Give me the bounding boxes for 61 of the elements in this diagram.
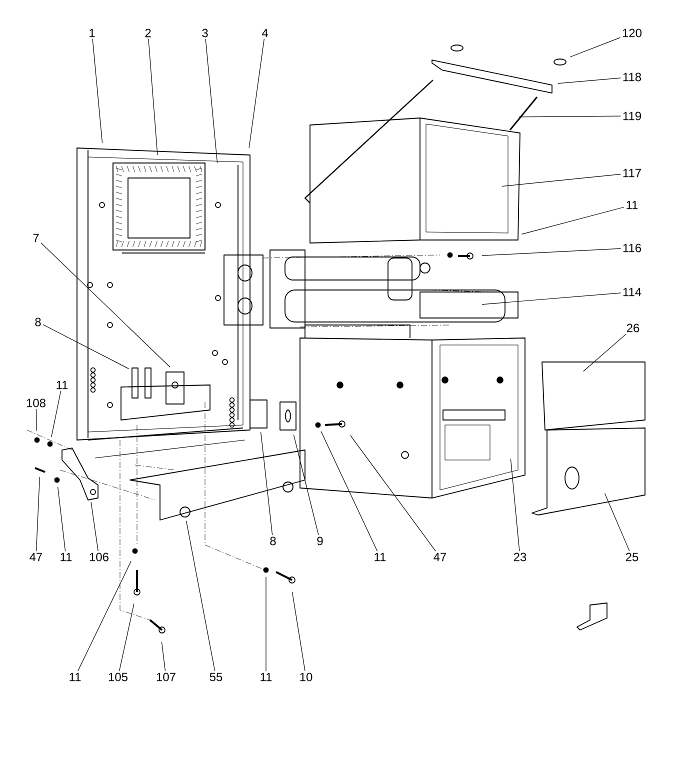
callout-number: 1 [90, 28, 95, 38]
callout-number: 106 [90, 552, 108, 562]
callout-number: 118 [623, 72, 642, 82]
callout-number: 11 [260, 672, 272, 682]
callout-number: 105 [108, 672, 128, 682]
leader-line [119, 603, 134, 672]
callout-number: 8 [35, 318, 41, 326]
leader-line [260, 432, 273, 536]
callout-number: 107 [156, 672, 176, 682]
leader-line [292, 592, 306, 672]
callout-number: 119 [623, 112, 641, 120]
callout-number: 47 [30, 552, 42, 562]
leader-line [482, 292, 622, 305]
leader-line [205, 38, 218, 164]
callout-number: 11 [626, 200, 638, 210]
callout-number: 9 [317, 536, 323, 546]
callout-number: 3 [202, 28, 208, 38]
callout-number: 8 [270, 536, 276, 546]
leader-line [92, 38, 103, 144]
leader-line [148, 38, 158, 156]
leader-line [51, 390, 62, 438]
leader-line [350, 435, 436, 552]
leader-line [570, 37, 621, 58]
callout-number: 26 [626, 324, 640, 332]
callout-number: 10 [300, 672, 312, 682]
leader-line [604, 493, 630, 552]
leader-line [510, 458, 520, 552]
leader-line [78, 560, 132, 672]
callout-number: 55 [210, 672, 222, 682]
leader-line [161, 642, 166, 672]
leader-line [186, 520, 216, 672]
leader-line [558, 78, 622, 84]
callout-number: 114 [623, 288, 642, 296]
leader-line [320, 431, 378, 552]
leader-line [248, 38, 264, 148]
leader-line [482, 248, 622, 256]
callout-number: 4 [262, 28, 268, 38]
callout-number: 11 [60, 552, 72, 562]
callout-number: 11 [374, 552, 386, 562]
callout-number: 108 [26, 398, 46, 408]
callout-number: 2 [145, 28, 151, 38]
callout-number: 7 [33, 234, 39, 242]
callout-number: 23 [514, 552, 526, 562]
leader-line [36, 476, 40, 552]
leader-line [293, 434, 319, 536]
leader-line [90, 502, 98, 552]
callout-number: 120 [622, 28, 642, 38]
callout-number: 47 [434, 552, 446, 562]
callout-number: 116 [623, 244, 642, 252]
leader-line [583, 334, 626, 372]
leader-line [58, 486, 66, 552]
leader-line [40, 242, 170, 368]
leader-line [502, 174, 622, 187]
leader-line [42, 324, 130, 370]
callout-number: 25 [626, 552, 638, 562]
leader-line [522, 206, 624, 234]
callout-number: 117 [623, 168, 641, 178]
leader-line [36, 408, 38, 432]
callout-number: 11 [70, 672, 81, 682]
leader-line [518, 116, 622, 118]
callout-number: 11 [56, 380, 68, 390]
